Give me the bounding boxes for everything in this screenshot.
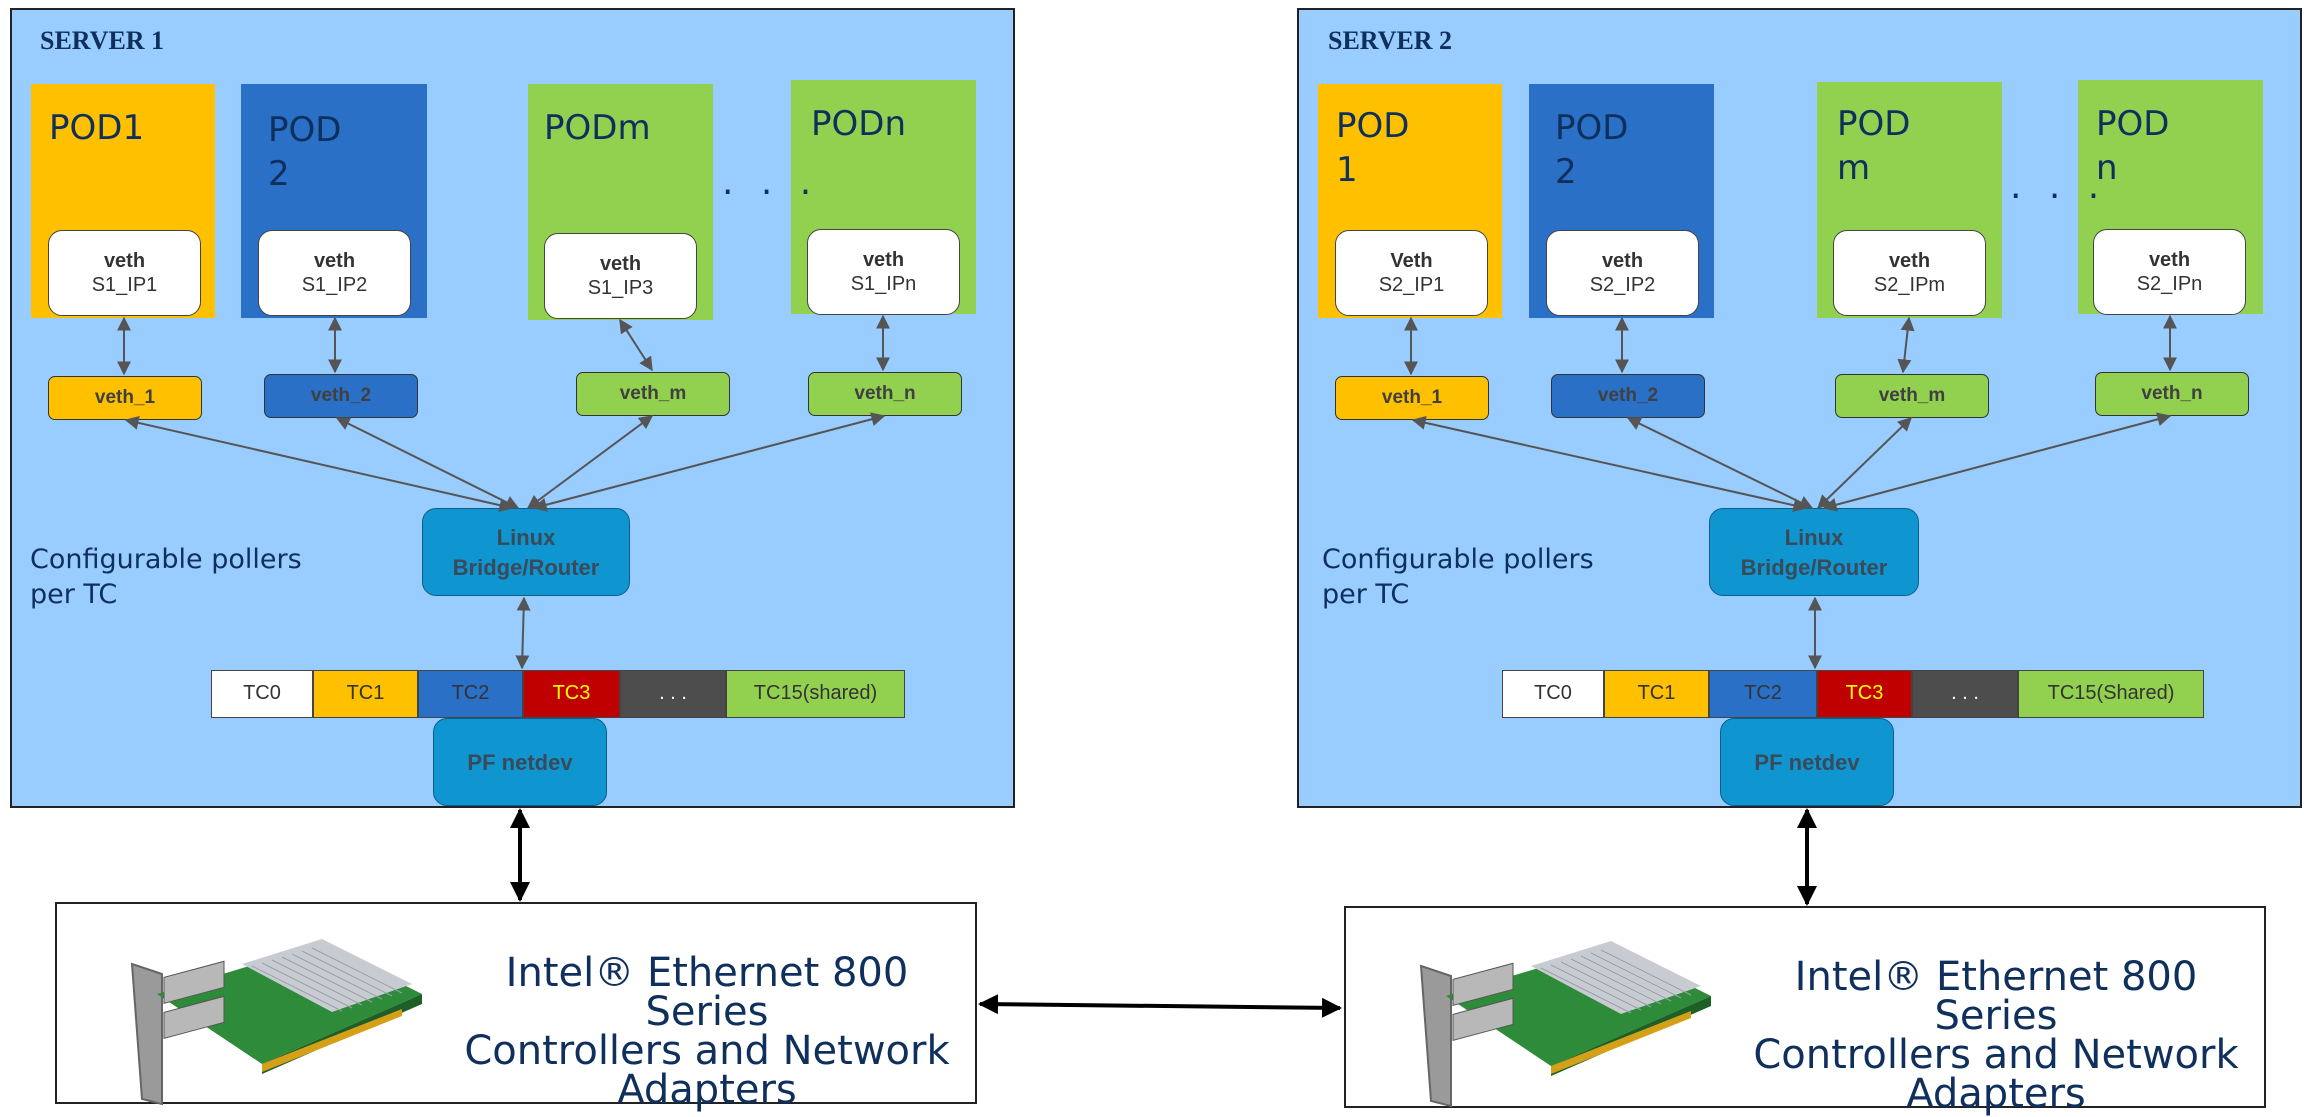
link-veth-m — [619, 318, 653, 372]
pollers-label: Configurable pollers per TC — [30, 544, 302, 610]
veth-endpoint-n: veth_n — [2095, 372, 2249, 416]
tc-ellipsis-cell: . . . — [620, 670, 726, 718]
pod-title: POD m — [1837, 104, 1911, 188]
nic-card-image — [130, 939, 422, 1106]
veth-ip: S1_IP3 — [587, 277, 654, 299]
server-1-title: SERVER 1 — [40, 26, 165, 55]
pod-title: POD 1 — [1336, 106, 1410, 190]
veth-label: Veth — [1390, 250, 1433, 272]
veth-ip: S1_IP1 — [91, 274, 158, 296]
server-2-title: SERVER 2 — [1328, 26, 1453, 55]
tc1-cell: TC1 — [313, 670, 418, 718]
link-bridge-tc — [515, 596, 531, 670]
veth-box: Veth S2_IP1 — [1335, 230, 1488, 316]
link-bridge-1 — [1411, 415, 1808, 513]
link-veth-m — [1897, 316, 1915, 374]
veth-endpoint-m: veth_m — [576, 372, 730, 416]
veth-label: veth — [862, 249, 905, 271]
pf-netdev: PF netdev — [1720, 718, 1894, 806]
veth-ip: S2_IPn — [2136, 273, 2203, 295]
nic-adapter-panel-2: Intel® Ethernet 800 Series Controllers a… — [1344, 906, 2266, 1114]
pod-title: PODn — [811, 104, 906, 144]
tc-ellipsis-cell: . . . — [1912, 670, 2018, 718]
tc15-cell: TC15(Shared) — [2018, 670, 2204, 718]
veth-label: veth — [1888, 250, 1931, 272]
veth-box: veth S1_IP1 — [48, 230, 201, 316]
veth-label: veth — [2148, 249, 2191, 271]
veth-box: veth S2_IP2 — [1546, 230, 1699, 316]
veth-label: veth — [313, 250, 356, 272]
link-bridge-n — [532, 412, 886, 512]
veth-ip: S2_IPm — [1873, 274, 1946, 296]
link-bridge-2 — [1626, 417, 1814, 509]
tc0-cell: TC0 — [1502, 670, 1604, 718]
pod-title: POD1 — [49, 108, 145, 148]
link-bridge-2 — [335, 417, 520, 509]
pod-title: POD 2 — [268, 110, 342, 194]
veth-label: veth — [599, 253, 642, 275]
veth-box: veth S1_IPn — [807, 229, 960, 315]
tc2-cell: TC2 — [1709, 670, 1817, 718]
tc3-cell: TC3 — [1817, 670, 1912, 718]
pods-ellipsis: · · · — [2010, 176, 2108, 217]
veth-box: veth S1_IP3 — [544, 233, 697, 319]
tc0-cell: TC0 — [211, 670, 313, 718]
veth-ip: S2_IP1 — [1378, 274, 1445, 296]
pf-netdev: PF netdev — [433, 718, 607, 806]
veth-endpoint-m: veth_m — [1835, 374, 1989, 418]
veth-box: veth S2_IPm — [1833, 230, 1986, 316]
veth-endpoint-2: veth_2 — [264, 374, 418, 418]
tc1-cell: TC1 — [1604, 670, 1709, 718]
veth-label: veth — [103, 250, 146, 272]
nic-title: Intel® Ethernet 800 Series Controllers a… — [1753, 954, 2239, 1117]
tc15-cell: TC15(shared) — [726, 670, 905, 718]
veth-endpoint-1: veth_1 — [48, 376, 202, 420]
link-bridge-m — [1816, 417, 1913, 509]
pod-title: POD n — [2096, 104, 2170, 188]
veth-endpoint-n: veth_n — [808, 372, 962, 416]
link-nic-to-nic — [978, 994, 1342, 1018]
nic-adapter-panel-1: Intel® Ethernet 800 Series Controllers a… — [55, 902, 977, 1110]
veth-ip: S1_IP2 — [301, 274, 368, 296]
linux-bridge-router: Linux Bridge/Router — [1709, 508, 1919, 596]
nic-title: Intel® Ethernet 800 Series Controllers a… — [464, 950, 950, 1113]
tc2-cell: TC2 — [418, 670, 523, 718]
veth-ip: S2_IP2 — [1589, 274, 1656, 296]
pods-ellipsis: · · · — [722, 172, 820, 213]
veth-label: veth — [1601, 250, 1644, 272]
link-bridge-1 — [124, 415, 514, 513]
veth-ip: S1_IPn — [850, 273, 917, 295]
tc3-cell: TC3 — [523, 670, 620, 718]
nic-card-image — [1419, 941, 1711, 1108]
linux-bridge-router: Linux Bridge/Router — [422, 508, 630, 596]
pod-title: PODm — [544, 108, 651, 148]
pod-title: POD 2 — [1555, 108, 1629, 192]
veth-endpoint-2: veth_2 — [1551, 374, 1705, 418]
veth-box: veth S2_IPn — [2093, 229, 2246, 315]
veth-box: veth S1_IP2 — [258, 230, 411, 316]
link-bridge-n — [1822, 412, 2172, 512]
pollers-label: Configurable pollers per TC — [1322, 544, 1594, 610]
